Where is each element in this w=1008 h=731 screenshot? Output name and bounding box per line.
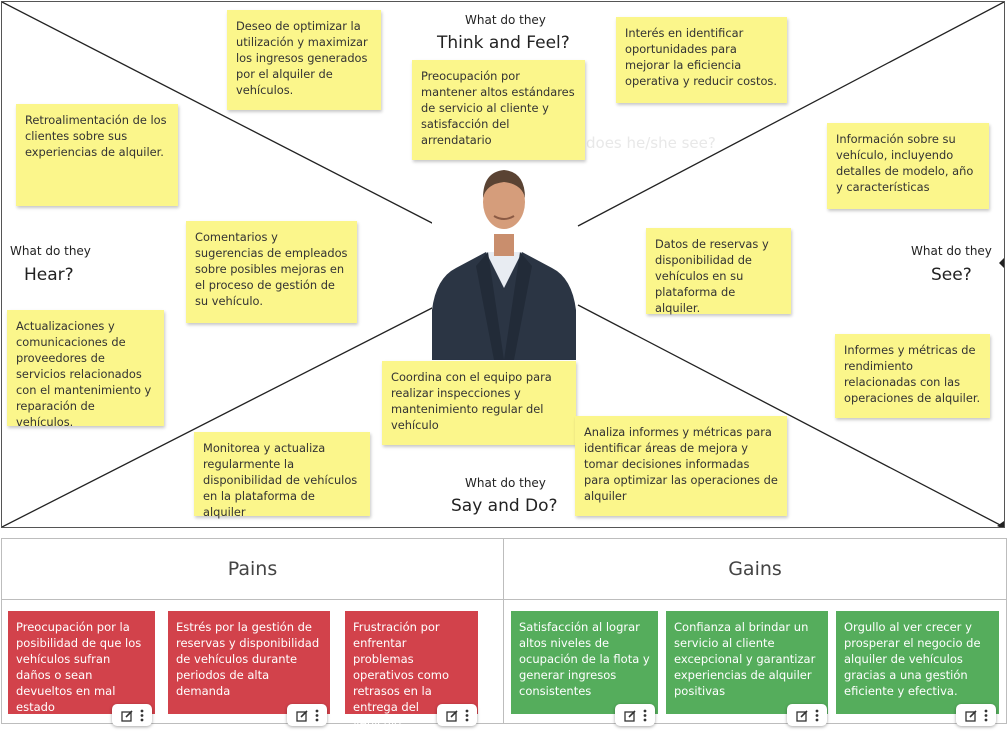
sticky-note-say-3[interactable]: Analiza informes y métricas para identif… [575, 416, 787, 516]
hear-label: Hear? [24, 265, 74, 285]
card-toolbar [615, 704, 655, 726]
edit-icon[interactable] [795, 709, 809, 722]
pains-title: Pains [227, 558, 278, 580]
gain-card-3[interactable]: Orgullo al ver crecer y prosperar el neg… [836, 611, 999, 714]
card-toolbar [437, 704, 477, 726]
more-vertical-icon[interactable] [984, 709, 988, 722]
card-toolbar [112, 704, 152, 726]
edit-icon[interactable] [623, 709, 637, 722]
card-toolbar [287, 704, 327, 726]
sticky-note-see-2[interactable]: Datos de reservas y disponibilidad de ve… [646, 228, 791, 315]
see-label-small: What do they [911, 244, 992, 258]
edit-icon[interactable] [295, 709, 309, 722]
think-label: Think and Feel? [437, 33, 570, 53]
more-vertical-icon[interactable] [465, 709, 469, 722]
edit-icon[interactable] [120, 709, 134, 722]
persona-photo [432, 160, 576, 360]
see-label: See? [931, 265, 972, 285]
hear-label-small: What do they [10, 244, 91, 258]
more-vertical-icon[interactable] [643, 709, 647, 722]
sticky-note-say-1[interactable]: Coordina con el equipo para realizar ins… [382, 361, 576, 445]
sticky-note-say-2[interactable]: Monitorea y actualiza regularmente la di… [194, 432, 370, 519]
think-label-small: What do they [465, 13, 546, 27]
pains-header: Pains [1, 538, 504, 600]
pain-card-3[interactable]: Frustración por enfrentar problemas oper… [345, 611, 478, 730]
pain-card-1[interactable]: Preocupación por la posibilidad de que l… [8, 611, 155, 714]
edit-icon[interactable] [964, 709, 978, 722]
edit-icon[interactable] [445, 709, 459, 722]
gain-card-1[interactable]: Satisfacción al lograr altos niveles de … [511, 611, 658, 714]
more-vertical-icon[interactable] [315, 709, 319, 722]
gains-title: Gains [728, 558, 782, 580]
sticky-note-see-3[interactable]: Informes y métricas de rendimiento relac… [835, 334, 990, 418]
gains-header: Gains [503, 538, 1007, 600]
more-vertical-icon[interactable] [815, 709, 819, 722]
person-icon [432, 170, 576, 360]
empathy-map-diagonals [2, 2, 1004, 527]
card-toolbar [956, 704, 996, 726]
more-vertical-icon[interactable] [140, 709, 144, 722]
sticky-note-hear-1[interactable]: Retroalimentación de los clientes sobre … [16, 104, 178, 206]
say-label: Say and Do? [451, 496, 558, 516]
sticky-note-hear-3[interactable]: Actualizaciones y comunicaciones de prov… [7, 310, 164, 429]
sticky-note-think-3[interactable]: Interés en identificar oportunidades par… [616, 17, 787, 103]
sticky-note-think-2[interactable]: Preocupación por mantener altos estándar… [412, 60, 585, 160]
pain-card-2[interactable]: Estrés por la gestión de reservas y disp… [168, 611, 330, 714]
faint-prompt: does he/she see? [586, 134, 716, 152]
sticky-note-see-1[interactable]: Información sobre su vehículo, incluyend… [827, 123, 989, 209]
sticky-note-hear-2[interactable]: Comentarios y sugerencias de empleados s… [186, 221, 357, 323]
sticky-note-think-1[interactable]: Deseo de optimizar la utilización y maxi… [227, 10, 381, 110]
card-toolbar [787, 704, 827, 726]
gain-card-2[interactable]: Confianza al brindar un servicio al clie… [666, 611, 828, 714]
say-label-small: What do they [465, 476, 546, 490]
